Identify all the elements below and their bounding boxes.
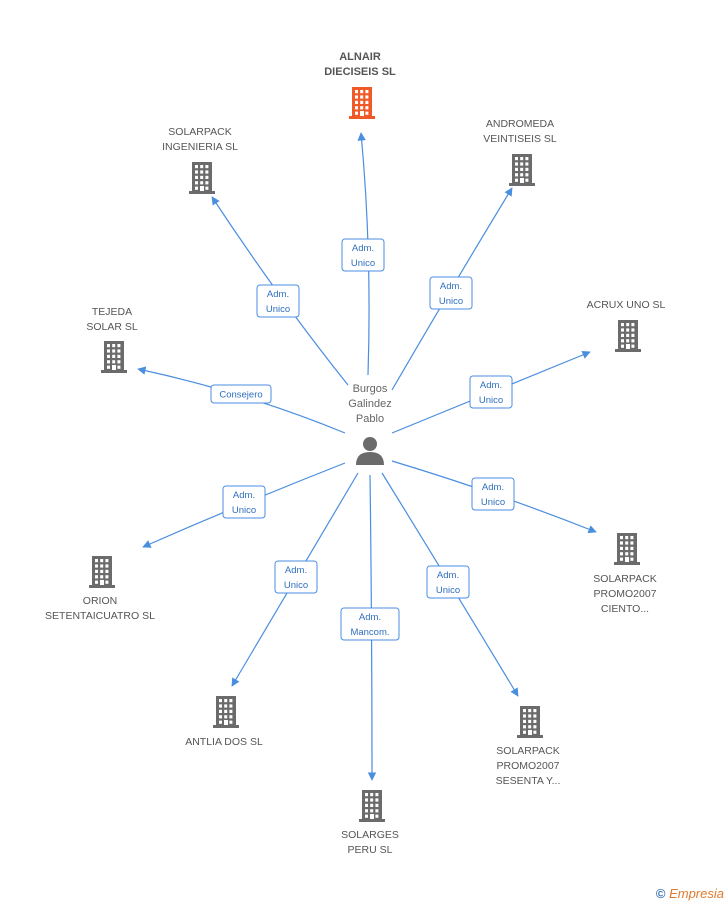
company-label-line: ALNAIR (339, 51, 381, 63)
role-text-line: Unico (266, 304, 290, 315)
company-label-line: SOLARPACK (496, 745, 559, 757)
building-icon-andromeda[interactable] (509, 154, 535, 186)
company-label-alnair[interactable]: ALNAIR DIECISEIS SL (324, 51, 396, 78)
role-box (340, 607, 400, 641)
company-label-line: DIECISEIS SL (324, 66, 396, 78)
building-icon-acrux[interactable] (615, 320, 641, 352)
company-label-acrux[interactable]: ACRUX UNO SL (587, 299, 666, 311)
role-box (469, 375, 513, 409)
nodes-layer: ALNAIR DIECISEIS SL ANDROMEDA VEINTISEIS SL… (45, 51, 665, 856)
person-name-line: Pablo (356, 413, 384, 425)
role-badge-orion[interactable]: Adm. Unico (222, 485, 266, 519)
role-badge-solarpack-ing[interactable]: Adm. Unico (256, 284, 300, 318)
company-label-line: VEINTISEIS SL (483, 133, 557, 145)
role-box (341, 238, 385, 272)
copyright-symbol: © (655, 886, 666, 901)
role-text-line: Unico (436, 585, 460, 596)
role-box (222, 485, 266, 519)
role-badge-tejeda[interactable]: Consejero (210, 384, 272, 404)
building-icon-solarges[interactable] (359, 790, 385, 822)
role-text-line: Adm. (267, 289, 289, 300)
company-label-orion[interactable]: ORION SETENTAICUATRO SL (45, 595, 155, 622)
company-label-line: TEJEDA (92, 306, 132, 318)
role-text-line: Adm. (440, 281, 462, 292)
company-label-tejeda[interactable]: TEJEDA SOLAR SL (86, 306, 138, 333)
role-badge-antlia[interactable]: Adm. Unico (274, 560, 318, 594)
role-text-line: Adm. (480, 380, 502, 391)
company-label-line: ORION (83, 595, 117, 607)
company-label-line: SOLARPACK (168, 126, 231, 138)
company-label-line: SOLARPACK (593, 573, 656, 585)
company-label-line: ACRUX UNO SL (587, 299, 666, 311)
company-label-line: SOLAR SL (86, 321, 138, 333)
role-text-line: Unico (479, 395, 503, 406)
building-icon-solarpack-ing[interactable] (189, 162, 215, 194)
brand-initial: E (669, 886, 678, 901)
roles-layer: Adm.UnicoAdm.UnicoAdm.UnicoAdm.UnicoCons… (210, 238, 515, 641)
person-icon (356, 437, 384, 465)
company-label-andromeda[interactable]: ANDROMEDA VEINTISEIS SL (483, 118, 557, 145)
role-badge-solarpack-ciento[interactable]: Adm. Unico (471, 477, 515, 511)
role-box (471, 477, 515, 511)
person-name-line: Burgos (353, 383, 388, 395)
company-label-line: SOLARGES (341, 829, 399, 841)
role-text-line: Adm. (285, 565, 307, 576)
company-label-line: CIENTO... (601, 603, 649, 615)
role-text-line: Unico (284, 580, 308, 591)
role-box (256, 284, 300, 318)
building-icon-solarpack-ciento[interactable] (614, 533, 640, 565)
role-text-line: Adm. (233, 490, 255, 501)
footer-brand: © Empresia (656, 886, 724, 901)
role-badge-acrux[interactable]: Adm. Unico (469, 375, 513, 409)
company-label-line: SETENTAICUATRO SL (45, 610, 155, 622)
company-label-line: PROMO2007 (496, 760, 559, 772)
role-box (426, 565, 470, 599)
role-badge-solarpack-sesenta[interactable]: Adm. Unico (426, 565, 470, 599)
company-label-solarpack-ing[interactable]: SOLARPACK INGENIERIA SL (162, 126, 238, 153)
building-icon-alnair[interactable] (349, 87, 375, 119)
building-icon-solarpack-sesenta[interactable] (517, 706, 543, 738)
role-text-line: Mancom. (350, 627, 389, 638)
building-icon-tejeda[interactable] (101, 341, 127, 373)
role-text-line: Adm. (437, 570, 459, 581)
role-text-line: Adm. (352, 243, 374, 254)
role-text-line: Consejero (219, 390, 262, 401)
role-text-line: Unico (439, 296, 463, 307)
role-text-line: Adm. (359, 612, 381, 623)
person-name-line: Galindez (348, 398, 391, 410)
building-icon-orion[interactable] (89, 556, 115, 588)
company-label-line: ANTLIA DOS SL (185, 736, 263, 748)
company-label-line: ANDROMEDA (486, 118, 554, 130)
role-badge-alnair[interactable]: Adm. Unico (341, 238, 385, 272)
role-text-line: Adm. (482, 482, 504, 493)
role-box (210, 384, 272, 404)
company-label-line: PERU SL (348, 844, 393, 856)
role-text-line: Unico (351, 258, 375, 269)
company-label-line: SESENTA Y... (496, 775, 561, 787)
role-box (429, 276, 473, 310)
company-label-line: PROMO2007 (593, 588, 656, 600)
building-icon-antlia[interactable] (213, 696, 239, 728)
company-label-antlia[interactable]: ANTLIA DOS SL (185, 736, 263, 748)
company-label-solarpack-ciento[interactable]: SOLARPACK PROMO2007CIENTO... (593, 573, 656, 615)
role-text-line: Unico (232, 505, 256, 516)
company-label-line: INGENIERIA SL (162, 141, 238, 153)
role-badge-andromeda[interactable]: Adm. Unico (429, 276, 473, 310)
role-box (274, 560, 318, 594)
role-text-line: Unico (481, 497, 505, 508)
company-label-solarges[interactable]: SOLARGES PERU SL (341, 829, 399, 856)
role-badge-solarges[interactable]: Adm. Mancom. (340, 607, 400, 641)
brand-rest: mpresia (677, 886, 724, 901)
